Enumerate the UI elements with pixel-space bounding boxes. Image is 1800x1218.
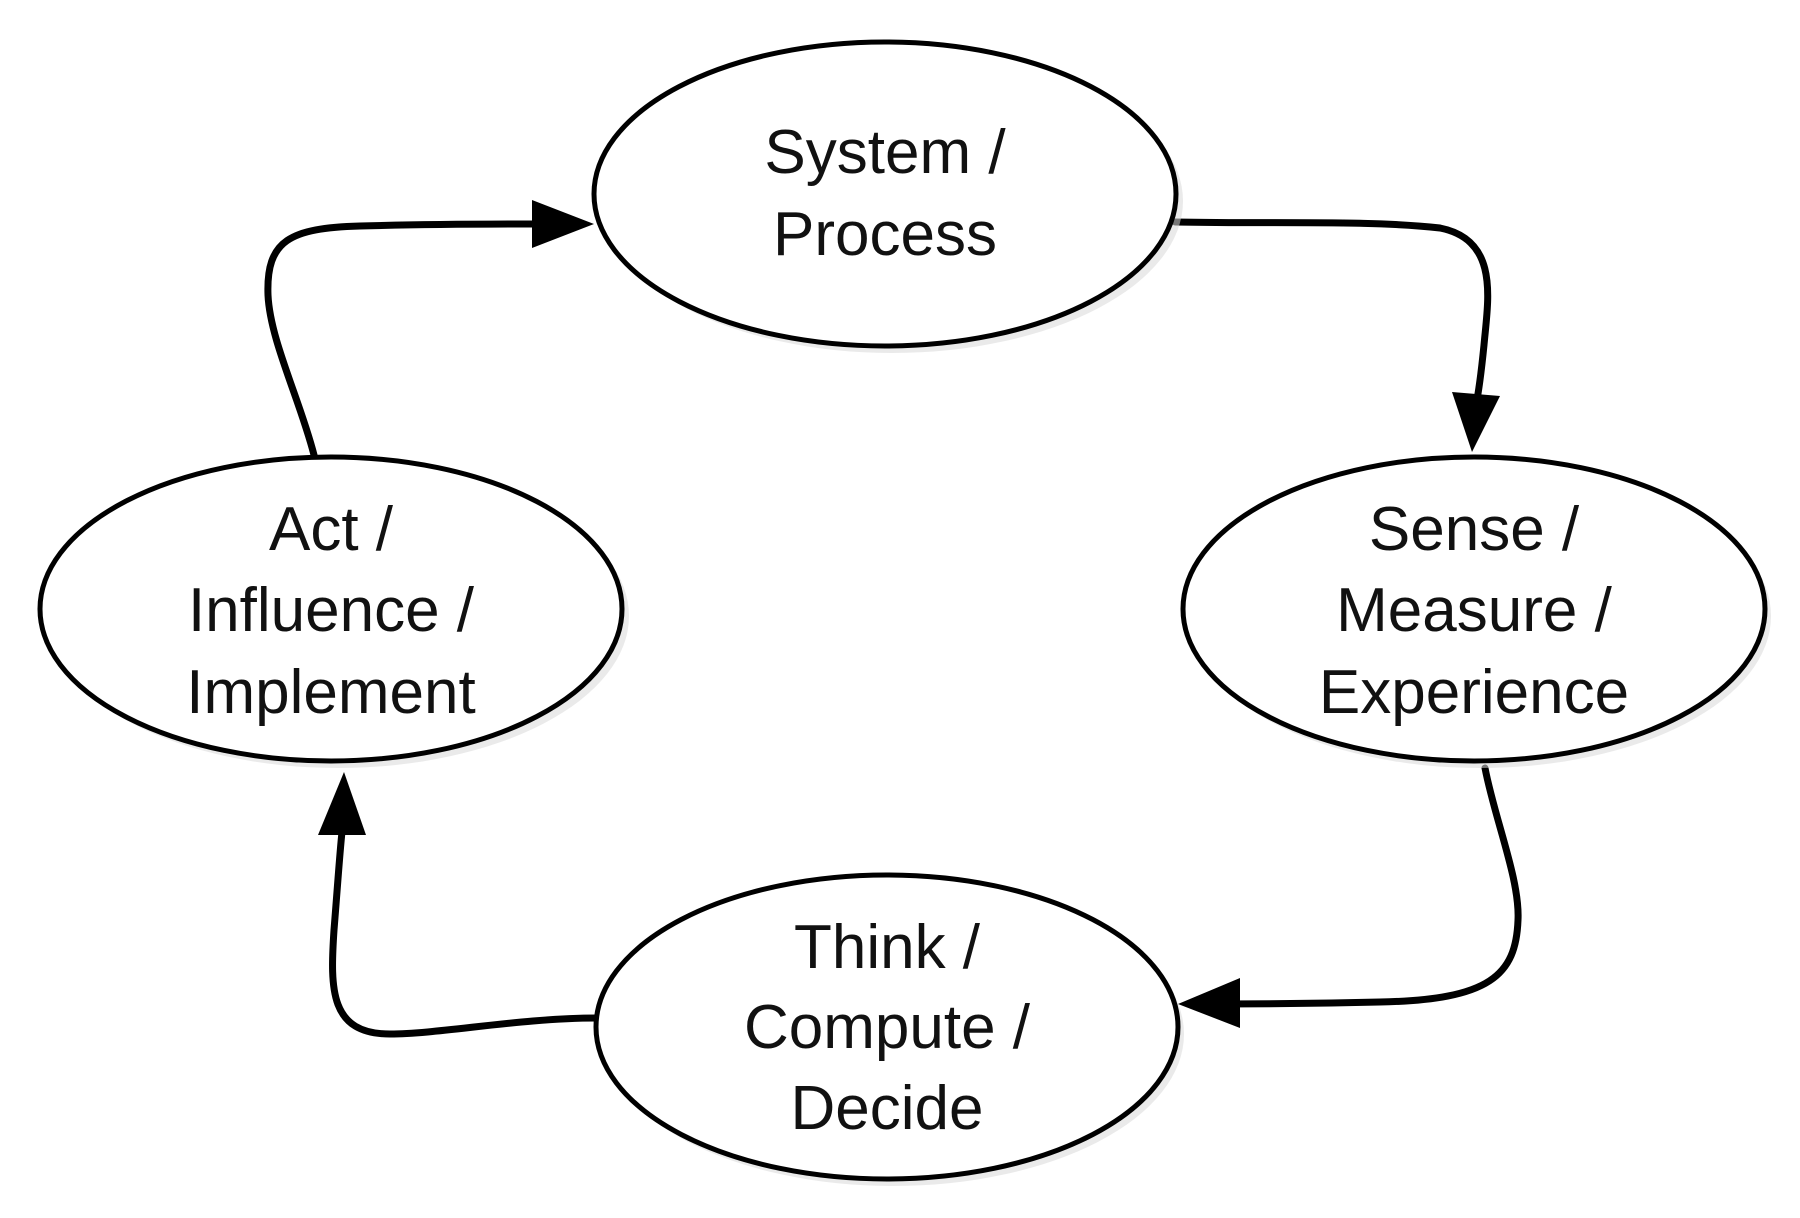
node-label-line: Decide: [791, 1074, 984, 1143]
node-system-process: System / Process: [591, 39, 1183, 353]
node-label-line: System /: [764, 118, 1006, 187]
node-ellipse-think-compute-decide: [593, 872, 1181, 1182]
edge-sense-to-think: [1216, 764, 1522, 1008]
node-label-line: Act /: [269, 495, 394, 564]
node-label-line: Influence /: [188, 576, 475, 645]
node-label-line: Think /: [794, 913, 981, 982]
node-label-line: Measure /: [1336, 576, 1612, 645]
node-label-line: Experience: [1319, 658, 1629, 727]
node-sense-measure-experience: Sense / Measure / Experience: [1180, 454, 1771, 768]
edge-system-to-sense: [1171, 218, 1492, 424]
node-label-line: Process: [773, 200, 997, 269]
node-act-influence-implement: Act / Influence / Implement: [37, 454, 629, 768]
node-label-line: Compute /: [744, 993, 1031, 1062]
arrowhead-to-think-icon: [1178, 978, 1240, 1028]
arrowhead-to-sense-icon: [1452, 392, 1500, 452]
edges: [264, 200, 1522, 1038]
node-label-line: Implement: [186, 658, 475, 727]
arrowhead-to-act-icon: [318, 772, 366, 835]
node-think-compute-decide: Think / Compute / Decide: [593, 872, 1184, 1186]
arrowhead-to-system-icon: [532, 200, 594, 248]
node-label-line: Sense /: [1369, 495, 1580, 564]
node-ellipse-sense-measure-experience: [1180, 454, 1768, 764]
edge-act-to-system: [264, 220, 539, 459]
node-ellipse-act-influence-implement: [37, 454, 625, 764]
edge-think-to-act: [329, 828, 601, 1038]
node-ellipse-system-process: [591, 39, 1179, 349]
